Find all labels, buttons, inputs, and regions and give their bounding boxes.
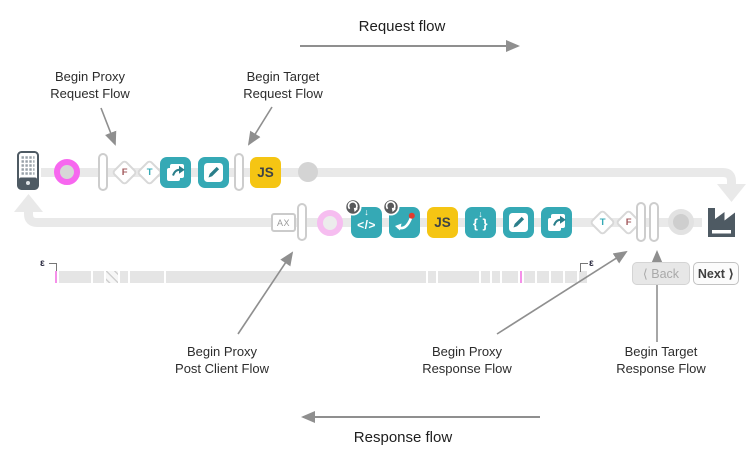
next-button[interactable]: Next ⟩ <box>693 262 739 285</box>
begin-proxy-post-client-flow-label: Begin Proxy Post Client Flow <box>175 344 269 376</box>
request-track-arrowhead-icon <box>717 184 746 202</box>
timeline-segment-solid <box>130 271 164 283</box>
response-flow-label: Response flow <box>353 429 453 446</box>
loop-badge-icon <box>344 198 362 216</box>
back-button-label: ⟨ Back <box>642 267 680 281</box>
begin-proxy-request-flow-label: Begin Proxy Request Flow <box>50 69 130 101</box>
begin-proxy-request-arrow-icon <box>100 107 117 146</box>
client-phone-icon[interactable] <box>17 151 39 190</box>
condition-true-label: T <box>599 216 606 228</box>
javascript-policy-label: JS <box>257 164 274 180</box>
timeline-segment-solid <box>565 271 577 283</box>
target-factory-icon[interactable] <box>705 204 738 238</box>
condition-false-label: F <box>625 216 632 228</box>
proxy-response-flow-boundary <box>636 202 646 242</box>
next-button-label: Next ⟩ <box>697 267 735 281</box>
begin-target-request-flow-label: Begin Target Request Flow <box>243 69 323 101</box>
timeline-segment-solid <box>492 271 500 283</box>
begin-target-request-arrow-icon <box>247 106 273 146</box>
begin-target-response-flow-label: Begin Target Response Flow <box>616 344 706 376</box>
target-response-flow-boundary <box>649 202 659 242</box>
begin-proxy-post-client-arrow-icon <box>237 251 294 335</box>
request-start-ring[interactable] <box>54 159 80 185</box>
down-arrow-icon: ↓ <box>364 206 369 217</box>
timeline-segment-tick <box>55 271 57 283</box>
timeline-segment-solid <box>166 271 426 283</box>
timeline-segment-solid <box>524 271 535 283</box>
timeline-segment-solid <box>537 271 549 283</box>
javascript-policy-icon[interactable]: JS <box>250 156 281 188</box>
callout-policy-icon[interactable] <box>541 206 572 238</box>
timeline-track[interactable] <box>55 271 587 283</box>
timeline-bracket-right <box>580 263 588 272</box>
timeline-segment-hatch <box>106 271 118 283</box>
timeline-segment-solid <box>481 271 490 283</box>
timeline-segment-solid <box>579 271 587 283</box>
javascript-policy-icon[interactable]: JS <box>427 206 458 238</box>
callout-policy-icon[interactable] <box>160 156 191 188</box>
condition-true-label: T <box>146 166 152 178</box>
proxy-request-flow-boundary <box>98 153 108 191</box>
condition-false-label: F <box>121 166 127 178</box>
assign-message-policy-icon[interactable] <box>198 156 229 188</box>
timeline-segment-solid <box>120 271 128 283</box>
post-client-flow-boundary <box>297 203 307 241</box>
timeline-segment-solid <box>59 271 91 283</box>
condition-false-diamond: F <box>110 158 138 186</box>
javascript-policy-label: JS <box>434 214 451 230</box>
timeline-epsilon-right: ε <box>589 258 594 269</box>
response-step-dot[interactable] <box>668 209 694 235</box>
down-arrow-icon: ↓ <box>478 208 483 219</box>
response-track-arrowhead-icon <box>14 194 43 212</box>
loop-badge-icon <box>382 198 400 216</box>
timeline-segment-solid <box>438 271 479 283</box>
response-faded-ring[interactable] <box>317 210 343 236</box>
analytics-step[interactable]: AX <box>271 213 296 232</box>
assign-message-policy-icon[interactable] <box>503 206 534 238</box>
timeline-segment-solid <box>93 271 104 283</box>
timeline-segment-solid <box>428 271 436 283</box>
timeline-segment-solid <box>551 271 563 283</box>
condition-true-diamond: T <box>589 208 616 236</box>
request-step-dot[interactable] <box>298 162 318 182</box>
condition-true-diamond: T <box>135 158 163 186</box>
timeline-segment-tick <box>520 271 522 283</box>
target-request-flow-boundary <box>234 153 244 191</box>
timeline-epsilon-left: ε <box>40 258 45 269</box>
analytics-step-label: AX <box>276 217 290 228</box>
back-button[interactable]: ⟨ Back <box>632 262 690 285</box>
begin-proxy-response-flow-label: Begin Proxy Response Flow <box>422 344 512 376</box>
braces-policy-icon[interactable]: ↓ { } <box>465 206 496 238</box>
timeline-bracket-left <box>49 263 57 272</box>
begin-proxy-response-arrow-icon <box>496 250 628 335</box>
request-flow-label: Request flow <box>358 18 446 35</box>
timeline-segment-solid <box>502 271 518 283</box>
red-dot-icon <box>408 212 415 219</box>
